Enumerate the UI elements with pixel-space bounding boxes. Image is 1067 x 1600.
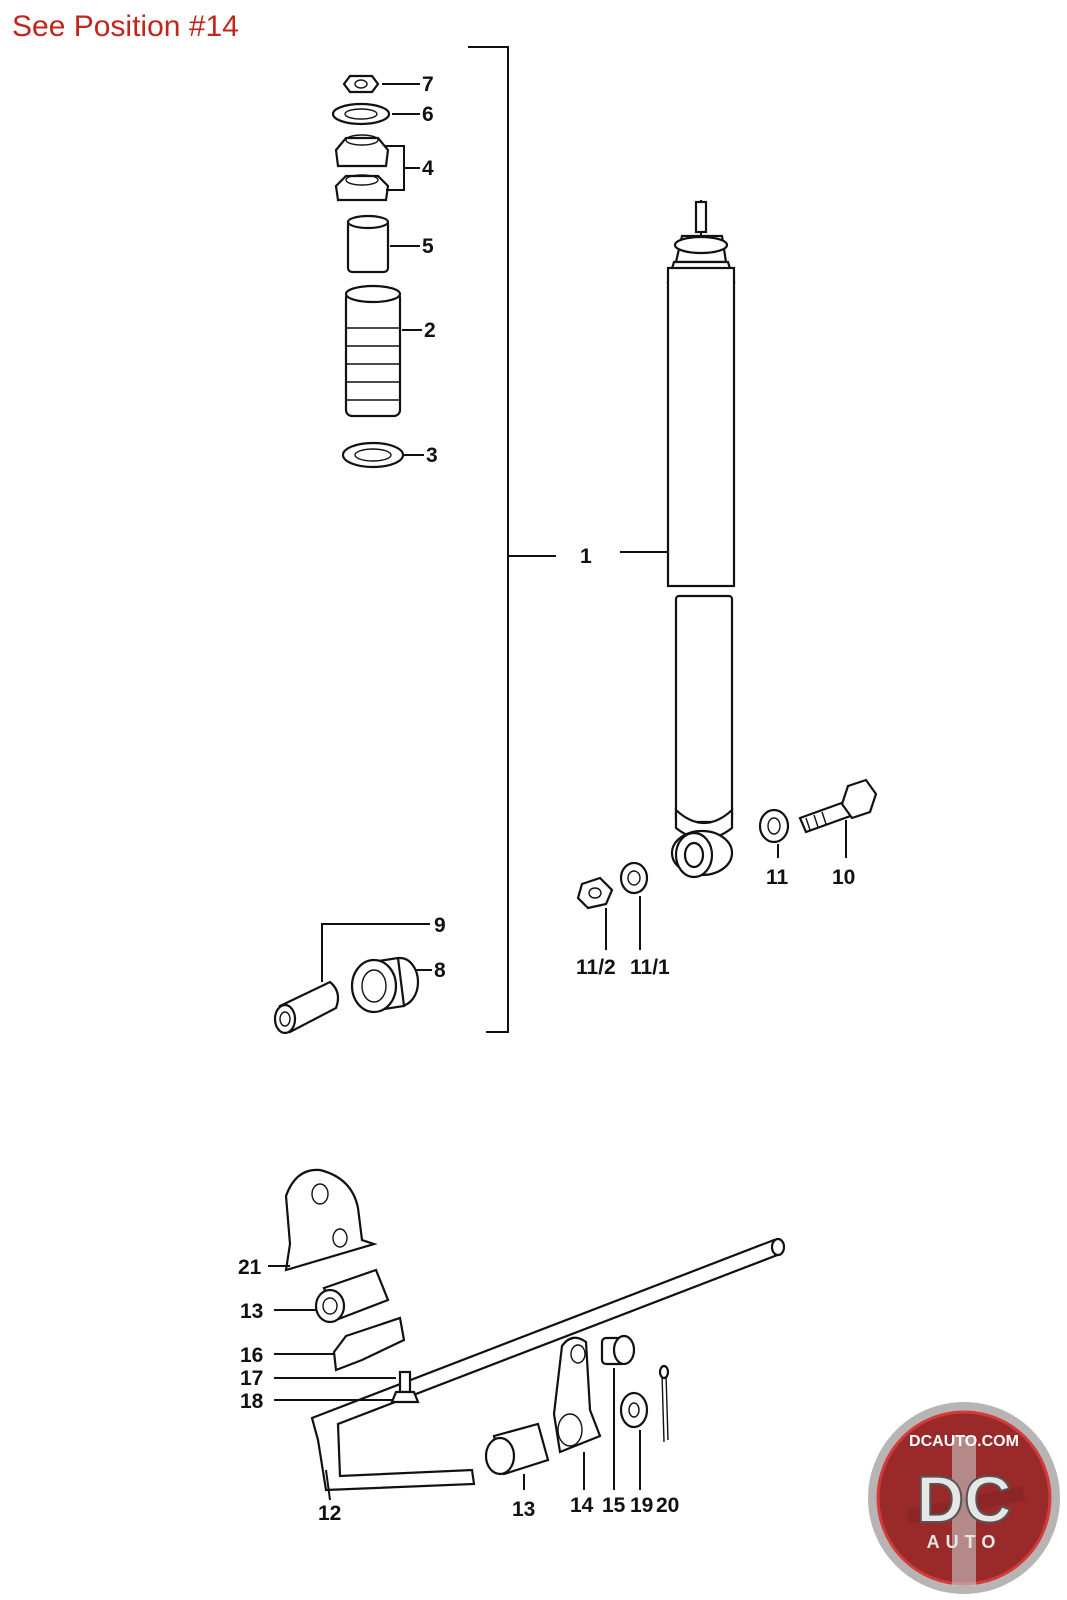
see-position-note: See Position #14 bbox=[12, 10, 239, 43]
callout-labels: 7 6 4 5 2 3 1 9 8 11 10 11/2 11/1 21 13 … bbox=[238, 73, 855, 1525]
callout-8: 8 bbox=[434, 959, 446, 982]
callout-18: 18 bbox=[240, 1390, 264, 1413]
callout-2: 2 bbox=[424, 319, 436, 342]
callout-11: 11 bbox=[766, 866, 789, 889]
stabilizer-bar-assembly bbox=[268, 1168, 786, 1501]
callout-10: 10 bbox=[832, 866, 855, 889]
callout-13-lower: 13 bbox=[512, 1498, 535, 1521]
badge-word: AUTO bbox=[927, 1532, 1002, 1552]
callout-11-1: 11/1 bbox=[630, 956, 670, 979]
callout-16: 16 bbox=[240, 1344, 263, 1367]
callout-12: 12 bbox=[318, 1502, 341, 1525]
callout-6: 6 bbox=[422, 103, 434, 126]
callout-11-2: 11/2 bbox=[576, 956, 616, 979]
callout-20: 20 bbox=[656, 1494, 679, 1517]
callout-1: 1 bbox=[580, 545, 592, 568]
callout-13-upper: 13 bbox=[240, 1300, 263, 1323]
lower-bushings bbox=[273, 923, 432, 1035]
shock-absorber bbox=[666, 200, 736, 879]
callout-5: 5 bbox=[422, 235, 434, 258]
badge-letters: DC bbox=[916, 1462, 1011, 1536]
assembly-bracket bbox=[468, 46, 670, 1033]
callout-15: 15 bbox=[602, 1494, 626, 1517]
callout-3: 3 bbox=[426, 444, 438, 467]
mounting-hardware bbox=[576, 778, 878, 950]
dcauto-logo-badge: DCAUTO.COM DC AUTO bbox=[868, 1402, 1060, 1594]
badge-site-text: DCAUTO.COM bbox=[909, 1433, 1019, 1450]
callout-19: 19 bbox=[630, 1494, 653, 1517]
callout-17: 17 bbox=[240, 1367, 263, 1390]
callout-7: 7 bbox=[422, 73, 434, 96]
callout-4: 4 bbox=[422, 157, 434, 180]
callout-14: 14 bbox=[570, 1494, 594, 1517]
upper-mount-parts bbox=[331, 74, 424, 469]
callout-21: 21 bbox=[238, 1256, 262, 1279]
callout-9: 9 bbox=[434, 914, 446, 937]
